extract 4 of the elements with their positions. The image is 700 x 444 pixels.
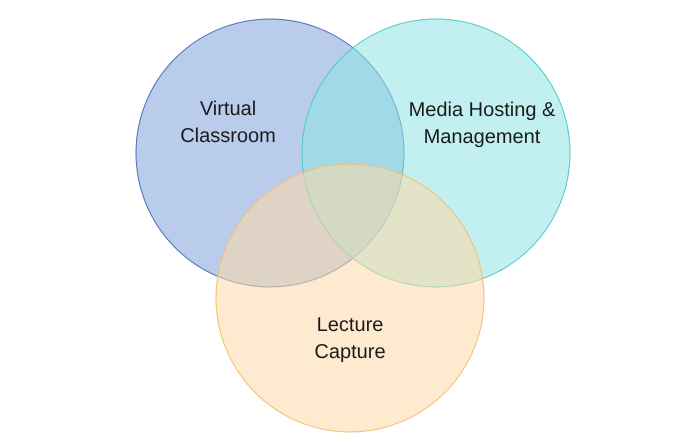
venn-circle xyxy=(216,164,484,432)
circle-label: Lecture Capture xyxy=(313,313,387,365)
circle-label: Virtual Classroom xyxy=(179,97,277,149)
circle-label: Media Hosting & Management xyxy=(408,98,556,150)
